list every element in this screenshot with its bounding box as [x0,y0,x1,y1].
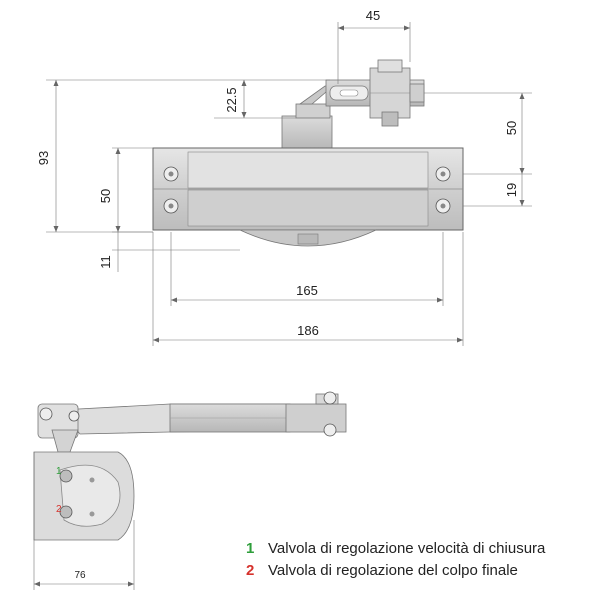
side-arm [37,391,347,453]
pivot-icon [39,407,53,421]
dimension-lines-front [46,22,532,346]
legend-text-1: Valvola di regolazione velocità di chius… [268,540,546,557]
dim-22-5: 22.5 [224,87,239,112]
dim-19: 19 [504,183,519,197]
closer-body [152,147,464,247]
dim-76: 76 [74,570,86,581]
dimension-lines-side [33,520,135,590]
side-view-closer: 1 2 76 [33,391,347,590]
pivot-icon [323,391,337,405]
front-view-closer: 45 22.5 93 50 11 50 19 165 186 [36,8,532,346]
legend: 1 Valvola di regolazione velocità di chiu… [246,538,545,582]
legend-item-1: 1 Valvola di regolazione velocità di chiu… [246,538,545,560]
legend-number-2: 2 [246,562,255,579]
dimension-arrows-front [53,25,525,343]
legend-text-2: Valvola di regolazione del colpo finale [268,562,518,579]
dim-50-right: 50 [504,121,519,135]
side-body [33,451,135,541]
legend-item-2: 2 Valvola di regolazione del colpo finale [246,560,545,582]
pivot-icon [68,410,80,422]
marker-2: 2 [56,504,62,515]
dim-165: 165 [296,283,318,298]
pivot-icon [323,423,337,437]
marker-1: 1 [56,466,62,477]
dim-186: 186 [297,323,319,338]
dim-93: 93 [36,151,51,165]
top-arm-bracket [281,59,425,150]
legend-number-1: 1 [246,540,255,557]
dim-11: 11 [98,255,113,269]
dim-45: 45 [366,8,380,23]
dim-50-left: 50 [98,189,113,203]
